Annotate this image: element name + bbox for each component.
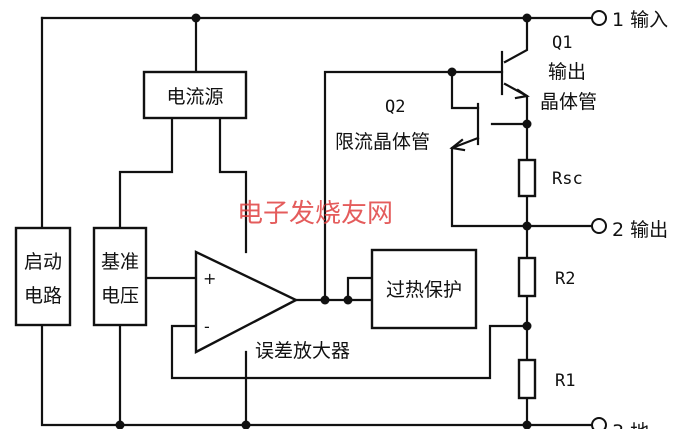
r2-resistor	[517, 256, 537, 298]
q1-name: Q1	[552, 33, 572, 53]
q2-transistor-symbol	[449, 102, 480, 152]
r1-resistor	[517, 358, 537, 400]
output-terminal-label: 2 输出	[612, 219, 668, 241]
input-terminal-label: 1 输入	[612, 9, 668, 31]
reference-label-line1: 基准	[101, 251, 139, 273]
ground-terminal	[591, 417, 607, 429]
reference-label-line2: 电压	[101, 285, 139, 307]
error-amplifier-symbol	[194, 250, 299, 354]
startup-label-line2: 电路	[24, 285, 62, 307]
q2-name: Q2	[385, 97, 405, 117]
q2-desc: 限流晶体管	[335, 131, 430, 153]
reference-voltage-box	[92, 226, 148, 327]
junction-dots	[115, 13, 532, 429]
r2-label: R2	[555, 269, 575, 289]
input-terminal	[591, 10, 607, 26]
q1-desc-line2: 晶体管	[540, 91, 597, 113]
r1-label: R1	[555, 371, 575, 391]
current-source-label: 电流源	[166, 86, 223, 108]
startup-circuit-box	[14, 226, 72, 327]
thermal-protection-box	[370, 248, 478, 330]
opamp-plus: +	[203, 269, 216, 288]
current-source-box	[142, 70, 248, 120]
q1-transistor-symbol	[500, 50, 530, 100]
error-amp-label: 误差放大器	[255, 340, 350, 362]
rsc-label: Rsc	[552, 169, 583, 189]
q1-desc-line1: 输出	[548, 61, 586, 83]
ground-terminal-label: 3 地	[612, 421, 649, 429]
opamp-minus: -	[204, 317, 210, 336]
rsc-resistor	[517, 158, 537, 198]
startup-label-line1: 启动	[24, 251, 62, 273]
watermark-text: 电子发烧友网	[237, 199, 393, 229]
thermal-protection-label: 过热保护	[386, 279, 462, 301]
output-terminal	[591, 218, 607, 234]
